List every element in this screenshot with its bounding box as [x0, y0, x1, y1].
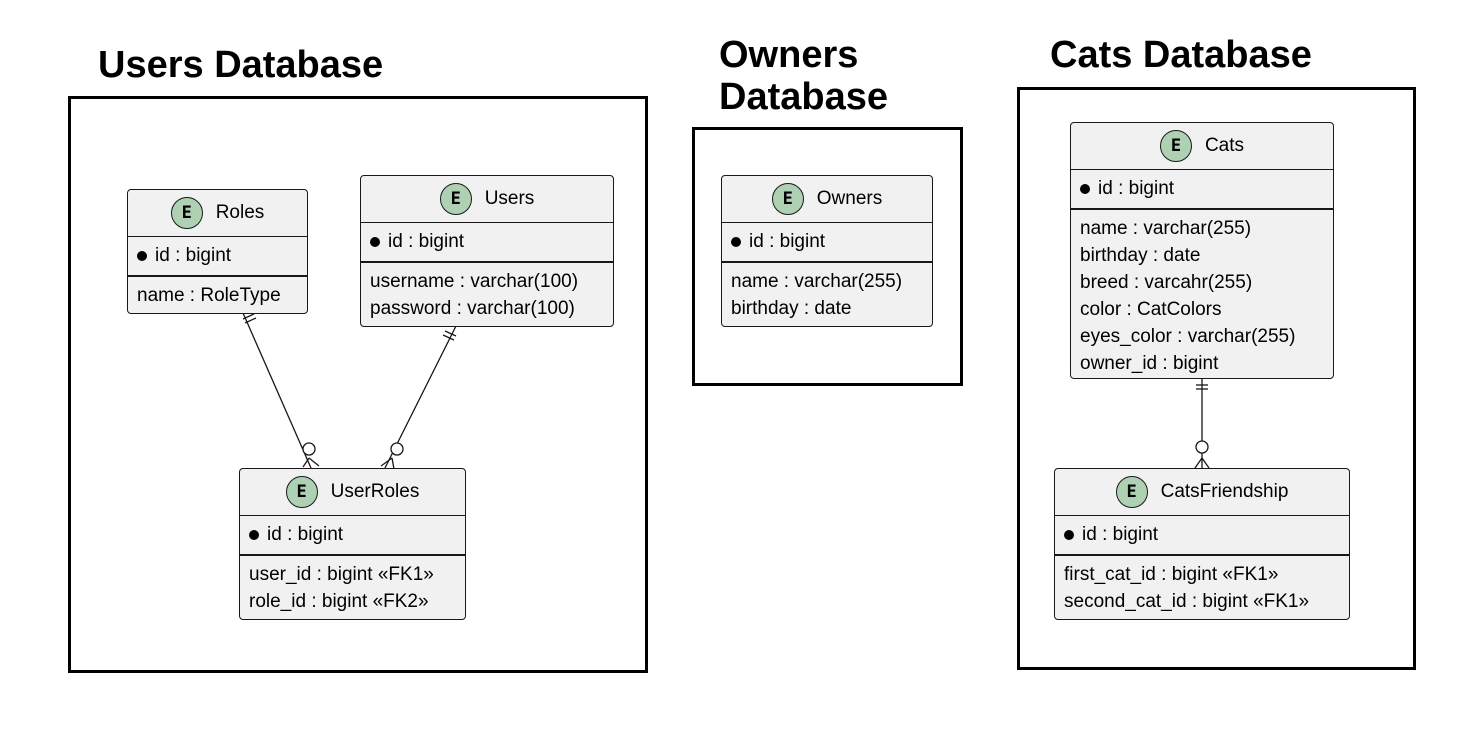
attribute: username : varchar(100)	[370, 271, 579, 292]
entity-e-icon: E	[170, 197, 203, 229]
entity-name: Roles	[215, 202, 265, 223]
entity-header: E CatsFriendship	[1055, 469, 1349, 516]
primary-key-label: id : bigint	[1082, 524, 1159, 545]
entity-header: E Cats	[1071, 123, 1333, 170]
primary-key-label: id : bigint	[267, 524, 344, 545]
entity-header: E Roles	[128, 190, 307, 237]
attribute: name : RoleType	[137, 285, 281, 306]
key-bullet-icon	[1064, 530, 1074, 540]
owners-database-title: Owners Database	[719, 34, 888, 118]
primary-key-row: id : bigint	[361, 223, 613, 263]
attribute: breed : varcahr(255)	[1080, 272, 1253, 293]
edge-users-userroles	[380, 325, 457, 470]
entity-e-icon: E	[771, 183, 804, 215]
attribute: color : CatColors	[1080, 299, 1222, 320]
attribute: password : varchar(100)	[370, 298, 575, 319]
primary-key-row: id : bigint	[722, 223, 932, 263]
users-database-title: Users Database	[98, 44, 384, 86]
attribute-list: name : varchar(255) birthday : date	[722, 263, 932, 322]
attribute: user_id : bigint «FK1»	[249, 564, 434, 585]
key-bullet-icon	[731, 237, 741, 247]
one-mark	[244, 317, 257, 324]
owners-database-title-line2: Database	[719, 76, 888, 118]
zero-circle	[302, 442, 316, 456]
zero-circle	[1195, 440, 1209, 454]
entity-header: E UserRoles	[240, 469, 465, 516]
primary-key-label: id : bigint	[155, 245, 232, 266]
entity-name: Owners	[816, 188, 883, 209]
entity-name: CatsFriendship	[1160, 481, 1289, 502]
entity-catsfriendship[interactable]: E CatsFriendship id : bigint first_cat_i…	[1054, 468, 1350, 620]
one-mark	[444, 330, 457, 337]
entity-name: Users	[484, 188, 535, 209]
entity-roles[interactable]: E Roles id : bigint name : RoleType	[127, 189, 308, 314]
entity-name: Cats	[1204, 135, 1245, 156]
one-mark	[442, 334, 455, 341]
entity-e-icon: E	[1115, 476, 1148, 508]
entity-header: E Users	[361, 176, 613, 223]
primary-key-row: id : bigint	[1071, 170, 1333, 210]
attribute: first_cat_id : bigint «FK1»	[1064, 564, 1279, 585]
entity-e-icon: E	[439, 183, 472, 215]
entity-owners[interactable]: E Owners id : bigint name : varchar(255)…	[721, 175, 933, 327]
key-bullet-icon	[1080, 184, 1090, 194]
attribute: name : varchar(255)	[1080, 218, 1252, 239]
owners-database-package	[692, 127, 963, 386]
attribute: birthday : date	[1080, 245, 1201, 266]
primary-key-label: id : bigint	[749, 231, 826, 252]
attribute-list: username : varchar(100) password : varch…	[361, 263, 613, 322]
cats-database-title: Cats Database	[1050, 34, 1312, 76]
entity-cats[interactable]: E Cats id : bigint name : varchar(255) b…	[1070, 122, 1334, 379]
attribute: second_cat_id : bigint «FK1»	[1064, 591, 1310, 612]
entity-e-icon: E	[1159, 130, 1192, 162]
owners-database-title-line1: Owners	[719, 34, 859, 76]
primary-key-row: id : bigint	[240, 516, 465, 556]
attribute: name : varchar(255)	[731, 271, 903, 292]
edge-cats-catsfriendship	[1194, 378, 1210, 469]
primary-key-row: id : bigint	[1055, 516, 1349, 556]
key-bullet-icon	[137, 251, 147, 261]
attribute-list: first_cat_id : bigint «FK1» second_cat_i…	[1055, 556, 1349, 615]
entity-users[interactable]: E Users id : bigint username : varchar(1…	[360, 175, 614, 327]
attribute: role_id : bigint «FK2»	[249, 591, 429, 612]
key-bullet-icon	[249, 530, 259, 540]
zero-circle	[390, 442, 404, 456]
attribute-list: name : RoleType	[128, 277, 307, 309]
attribute-list: name : varchar(255) birthday : date bree…	[1071, 210, 1333, 377]
attribute: birthday : date	[731, 298, 852, 319]
entity-e-icon: E	[285, 476, 318, 508]
key-bullet-icon	[370, 237, 380, 247]
users-database-package	[68, 96, 648, 673]
primary-key-label: id : bigint	[388, 231, 465, 252]
entity-userroles[interactable]: E UserRoles id : bigint user_id : bigint…	[239, 468, 466, 620]
attribute: eyes_color : varchar(255)	[1080, 326, 1296, 347]
attribute-list: user_id : bigint «FK1» role_id : bigint …	[240, 556, 465, 615]
attribute: owner_id : bigint	[1080, 353, 1219, 374]
entity-header: E Owners	[722, 176, 932, 223]
entity-name: UserRoles	[330, 481, 420, 502]
one-mark	[242, 313, 255, 320]
primary-key-row: id : bigint	[128, 237, 307, 277]
cats-database-package	[1017, 87, 1416, 670]
edge-roles-userroles	[242, 312, 320, 469]
primary-key-label: id : bigint	[1098, 178, 1175, 199]
